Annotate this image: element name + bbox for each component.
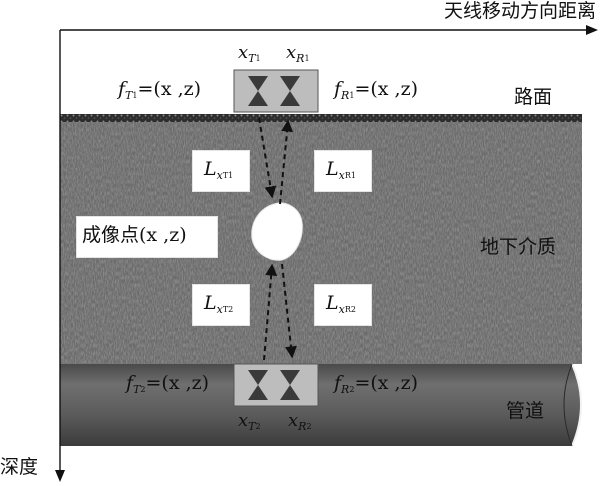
ray-tx1-down [258,117,277,199]
bottom-f-tx-label: fT2=(x ,z) [126,372,210,396]
pipe [60,363,582,447]
imaging-point-label: 成像点(x ,z) [82,224,187,246]
top-f-tx-label: fT1=(x ,z) [118,78,202,102]
top-f-rx-label: fR1=(x ,z) [334,78,418,102]
bottom-antenna-unit [233,363,319,407]
ray-rx1-up [279,119,294,205]
bottom-tx-label: xT2 [238,410,261,433]
imaging-point-box [76,216,218,258]
pipe-label: 管道 [506,400,545,422]
l-tx1-label: LxT1 [204,158,234,182]
horizontal-axis-label: 天线移动方向距离 [444,0,597,22]
l-tx2-box [192,284,250,326]
l-rx2-box [314,284,372,326]
bottom-f-rx-label: fR2=(x ,z) [334,372,418,396]
l-rx2-label: LxR2 [326,292,356,316]
top-antenna-unit [233,69,319,113]
ray-tx2-up [263,263,278,361]
l-rx1-label: LxR1 [326,158,356,182]
l-tx1-box [192,150,250,192]
l-tx2-label: LxT2 [204,292,234,316]
imaging-point-target [251,202,303,261]
vertical-axis-label: 深度 [0,456,39,478]
medium-label: 地下介质 [480,236,557,258]
axes [55,25,598,482]
ray-rx2-down [281,263,297,359]
surface-label: 路面 [514,86,553,108]
road-surface [60,114,582,122]
top-tx-label: xT1 [238,42,261,65]
ray-paths [258,117,297,361]
bottom-rx-label: xR2 [288,410,312,433]
top-rx-label: xR1 [286,42,310,65]
l-rx1-box [314,150,372,192]
